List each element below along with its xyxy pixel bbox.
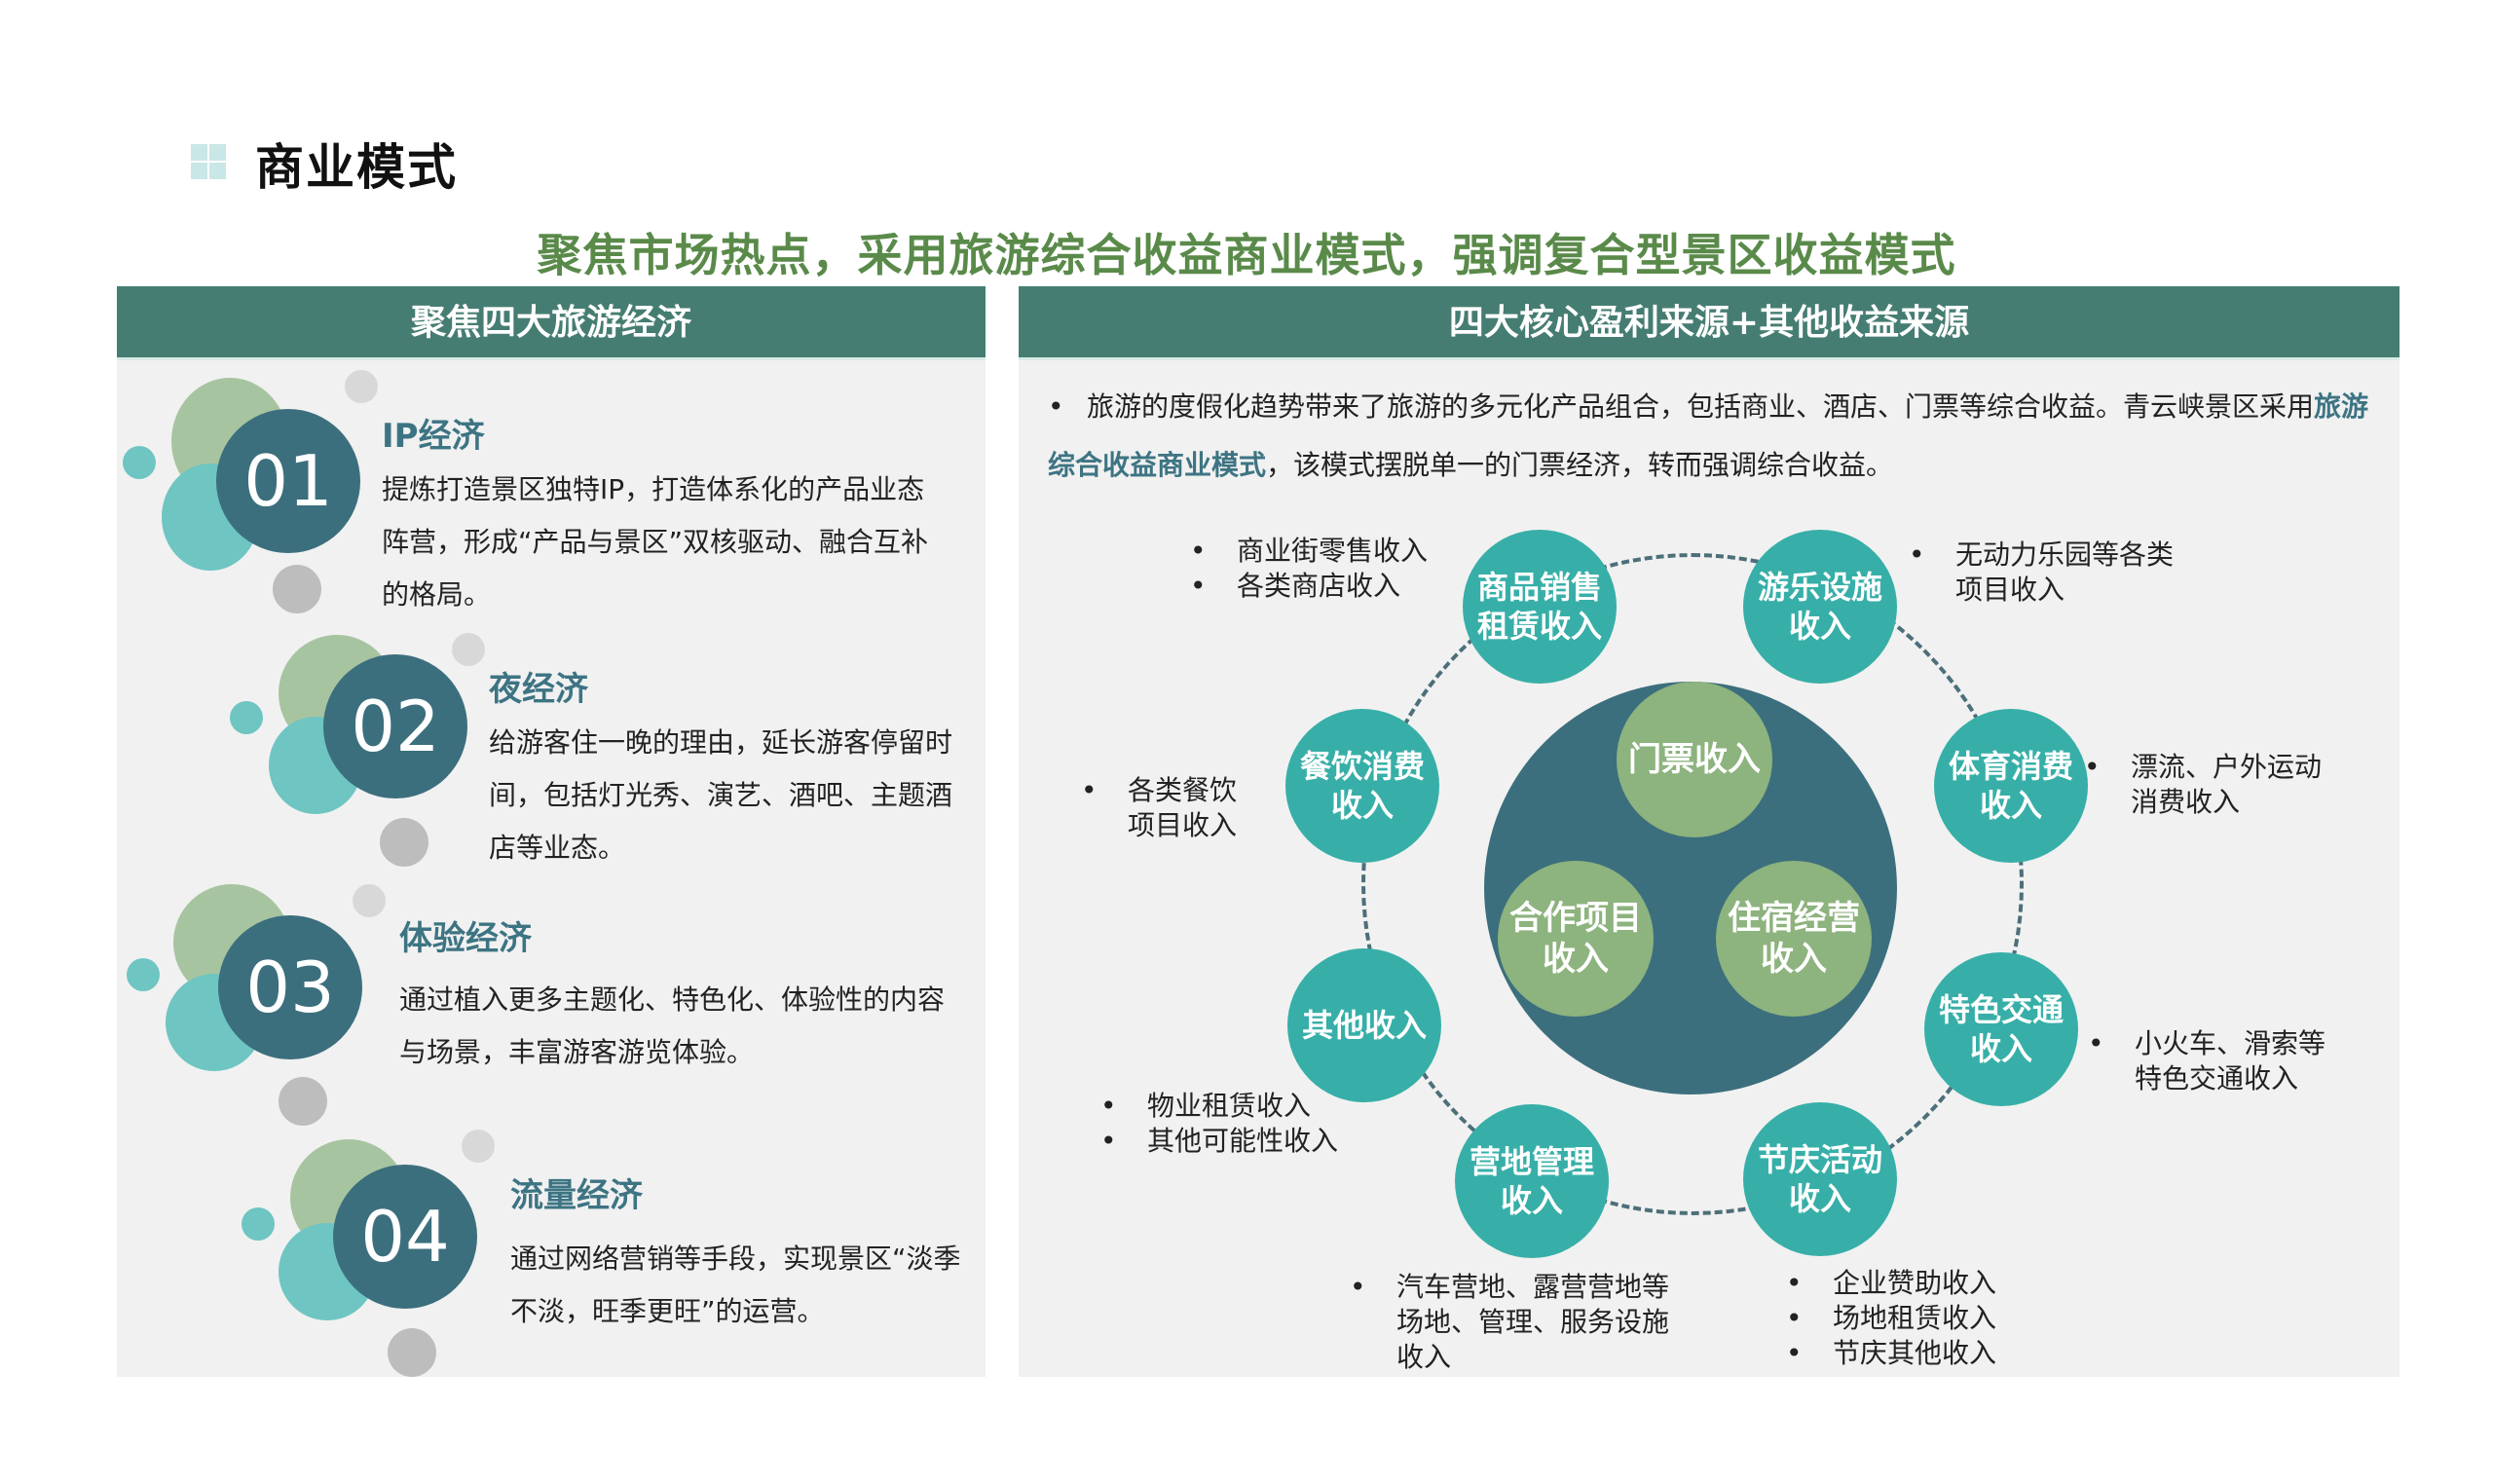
intro-text: 旅游的度假化趋势带来了旅游的多元化产品组合，包括商业、酒店、门票等综合收益。青云… <box>1087 390 2315 423</box>
core-source-partnership: 合作项目收入 <box>1498 861 1654 1017</box>
grid-squares-icon <box>191 144 226 179</box>
economy-item-traffic: 04 流量经济 通过网络营销等手段，实现景区“淡季不淡，旺季更旺”的运营。 <box>117 1130 986 1383</box>
note-other: 物业租赁收入 其他可能性收入 <box>1100 1089 1338 1159</box>
node-sports: 体育消费收入 <box>1934 709 2088 863</box>
economy-description: 通过植入更多主题化、特色化、体验性的内容与场景，丰富游客游览体验。 <box>399 983 946 1068</box>
core-source-lodging: 住宿经营收入 <box>1716 861 1872 1017</box>
economy-title: IP经济 <box>382 417 485 456</box>
economy-description: 给游客住一晚的理由，延长游客停留时间，包括灯光秀、演艺、酒吧、主题酒店等业态。 <box>489 726 953 864</box>
node-campground: 营地管理收入 <box>1455 1104 1609 1258</box>
economy-title: 体验经济 <box>399 919 532 958</box>
decor-bubble <box>127 958 160 991</box>
note-item: 汽车营地、露营营地等场地、管理、服务设施收入 <box>1350 1270 1671 1375</box>
left-panel-header: 聚焦四大旅游经济 <box>117 286 986 360</box>
economy-item-ip: 01 IP经济 提炼打造景区独特IP，打造体系化的产品业态阵营，形成“产品与景区… <box>117 370 986 623</box>
core-revenue-circle: 门票收入 合作项目收入 住宿经营收入 <box>1484 682 1897 1094</box>
intro-text-end: ，该模式摆脱单一的门票经济，转而强调综合收益。 <box>1266 449 1894 481</box>
decor-bubble <box>230 701 263 734</box>
economy-item-experience: 03 体验经济 通过植入更多主题化、特色化、体验性的内容与场景，丰富游客游览体验… <box>117 876 986 1130</box>
note-item: 各类餐饮项目收入 <box>1081 773 1256 843</box>
decor-bubble <box>388 1328 436 1377</box>
intro-paragraph: • 旅游的度假化趋势带来了旅游的多元化产品组合，包括商业、酒店、门票等综合收益。青… <box>1048 378 2382 495</box>
economy-title: 夜经济 <box>489 670 588 709</box>
decor-bubble <box>345 370 378 403</box>
note-amusement: 无动力乐园等各类项目收入 <box>1909 538 2181 608</box>
decor-bubble <box>242 1207 275 1241</box>
number-badge: 02 <box>323 654 467 798</box>
decor-bubble <box>279 1077 327 1126</box>
note-item: 物业租赁收入 <box>1100 1089 1338 1124</box>
note-item: 商业街零售收入 <box>1190 534 1428 569</box>
node-festival: 节庆活动收入 <box>1743 1102 1897 1256</box>
note-festival: 企业赞助收入 场地租赁收入 节庆其他收入 <box>1786 1266 1996 1371</box>
number-badge: 03 <box>218 915 362 1059</box>
note-campground: 汽车营地、露营营地等场地、管理、服务设施收入 <box>1350 1270 1671 1375</box>
node-amusement: 游乐设施收入 <box>1743 530 1897 684</box>
decor-bubble <box>123 446 156 479</box>
core-source-ticket: 门票收入 <box>1617 682 1772 837</box>
note-merchandise: 商业街零售收入 各类商店收入 <box>1190 534 1428 604</box>
note-item: 小火车、滑索等特色交通收入 <box>2088 1026 2341 1096</box>
note-transport: 小火车、滑索等特色交通收入 <box>2088 1026 2341 1096</box>
bullet: • <box>1048 390 1064 423</box>
page-title: 商业模式 <box>255 139 458 196</box>
note-item: 节庆其他收入 <box>1786 1336 1996 1371</box>
number-badge: 04 <box>333 1165 477 1309</box>
note-item: 无动力乐园等各类项目收入 <box>1909 538 2181 608</box>
page-subtitle: 聚焦市场热点，采用旅游综合收益商业模式，强调复合型景区收益模式 <box>537 229 1956 281</box>
node-other: 其他收入 <box>1287 948 1441 1102</box>
decor-bubble <box>353 884 386 917</box>
node-transport: 特色交通收入 <box>1924 952 2078 1106</box>
number-badge: 01 <box>216 409 360 553</box>
note-item: 场地租赁收入 <box>1786 1301 1996 1336</box>
economy-description: 提炼打造景区独特IP，打造体系化的产品业态阵营，形成“产品与景区”双核驱动、融合… <box>382 473 929 611</box>
dashed-connector-ring <box>1361 553 2024 1215</box>
note-item: 企业赞助收入 <box>1786 1266 1996 1301</box>
note-item: 各类商店收入 <box>1190 569 1428 604</box>
node-catering: 餐饮消费收入 <box>1285 709 1439 863</box>
economy-title: 流量经济 <box>510 1176 643 1215</box>
note-sports: 漂流、户外运动消费收入 <box>2084 750 2337 820</box>
node-merchandise: 商品销售租赁收入 <box>1463 530 1617 684</box>
economy-item-night: 02 夜经济 给游客住一晚的理由，延长游客停留时间，包括灯光秀、演艺、酒吧、主题… <box>117 623 986 876</box>
intro-highlight: 旅游综合收益商业模式 <box>1048 390 2369 481</box>
note-item: 其他可能性收入 <box>1100 1124 1338 1159</box>
decor-bubble <box>452 633 485 666</box>
note-item: 漂流、户外运动消费收入 <box>2084 750 2337 820</box>
decor-bubble <box>462 1130 495 1163</box>
decor-bubble <box>380 818 428 867</box>
decor-bubble <box>273 565 321 613</box>
right-panel-header: 四大核心盈利来源+其他收益来源 <box>1019 286 2400 360</box>
note-catering: 各类餐饮项目收入 <box>1081 773 1256 843</box>
four-economies-panel: 聚焦四大旅游经济 01 IP经济 提炼打造景区独特IP，打造体系化的产品业态阵营… <box>117 286 986 1377</box>
economy-description: 通过网络营销等手段，实现景区“淡季不淡，旺季更旺”的运营。 <box>510 1243 961 1327</box>
